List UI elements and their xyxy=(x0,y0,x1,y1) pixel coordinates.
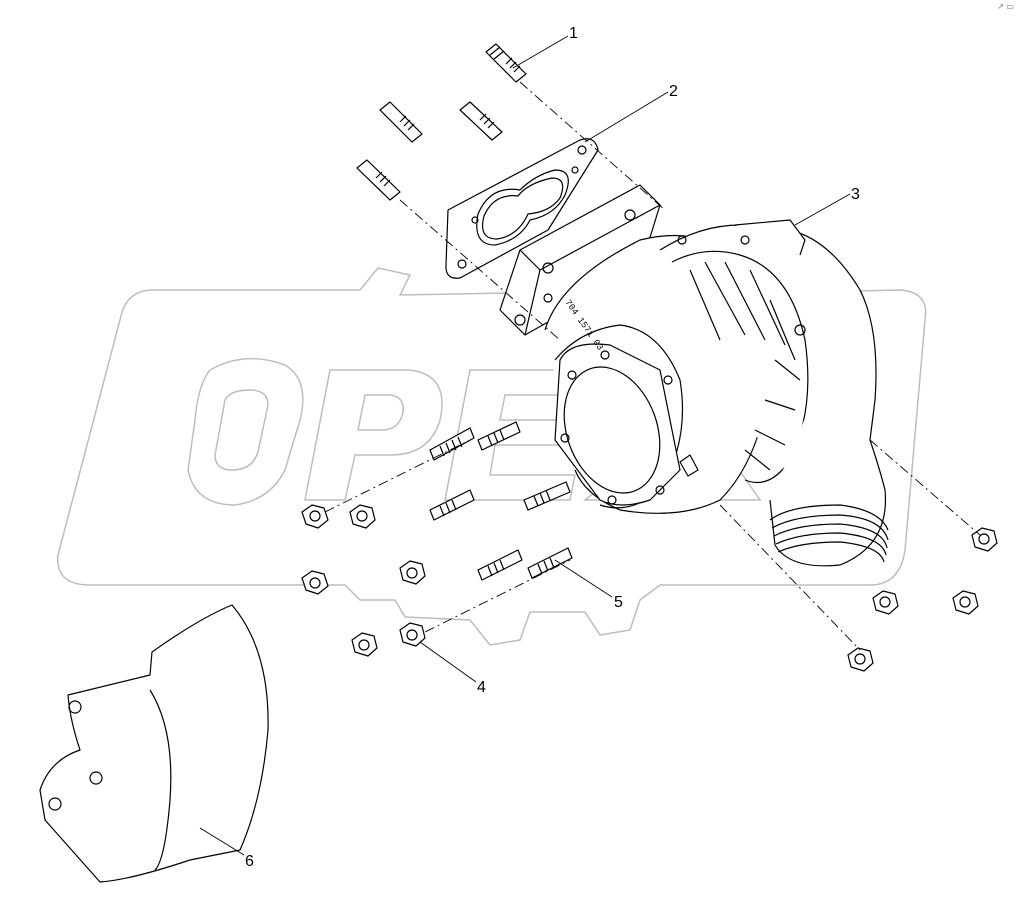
heat-shield xyxy=(39,604,269,883)
nut-2 xyxy=(349,504,376,529)
watermark-gear-outline xyxy=(57,267,927,646)
nut-8 xyxy=(872,590,899,615)
stud-mid-6 xyxy=(527,547,573,579)
nut-10 xyxy=(847,647,874,672)
stud-mid-2 xyxy=(477,421,521,451)
stud-mid-1 xyxy=(429,427,475,461)
callout-2: 2 xyxy=(669,83,678,100)
stud-top-3 xyxy=(459,101,503,141)
nut-6 xyxy=(399,622,426,647)
corner-mark: ↗ ▭ xyxy=(997,2,1014,11)
callout-6: 6 xyxy=(245,853,254,870)
callout-5: 5 xyxy=(614,594,623,611)
nut-3 xyxy=(301,570,329,595)
gasket xyxy=(445,138,599,279)
watermark-letter-p xyxy=(304,369,443,501)
nut-5 xyxy=(351,632,378,657)
line-art: 704 1571 03 xyxy=(39,35,998,883)
callout-3: 3 xyxy=(851,186,860,203)
stud-mid-5 xyxy=(477,549,523,581)
stud-top-2 xyxy=(379,101,423,143)
turbocharger: 704 1571 03 xyxy=(499,184,889,567)
watermark-letter-o xyxy=(187,357,304,506)
assembly-axes xyxy=(324,81,981,651)
nut-7 xyxy=(971,527,998,552)
stud-top-4 xyxy=(356,159,401,201)
stud-mid-3 xyxy=(429,489,475,521)
stud-mid-4 xyxy=(523,481,571,511)
nut-4 xyxy=(399,560,426,585)
callout-labels: 1 2 3 4 5 6 xyxy=(245,25,860,870)
callout-1: 1 xyxy=(569,25,578,42)
callout-4: 4 xyxy=(477,679,486,696)
leader-lines xyxy=(199,35,851,856)
nut-1 xyxy=(301,504,329,529)
stud-top-1 xyxy=(485,43,527,83)
nut-9 xyxy=(952,590,979,615)
